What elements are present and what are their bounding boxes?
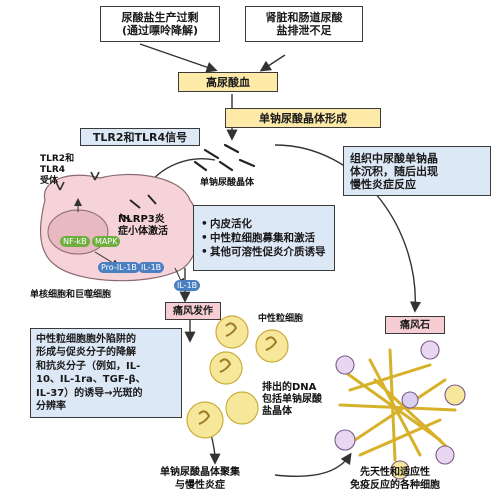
inflammation-item: 内皮活化 [201, 217, 326, 231]
neutrophil-nuclei [198, 322, 278, 425]
arrow-aggregation-to-tophus [274, 452, 352, 477]
pill-il1b-outer: IL-1B [174, 280, 201, 291]
box-tophus: 痛风石 [385, 316, 445, 334]
label-neutrophil: 中性粒细胞 [258, 314, 304, 324]
neutrophils [186, 315, 289, 439]
label-aggregation: 单钠尿酸晶体聚集 与慢性炎症 [160, 467, 240, 491]
inflammation-list: 内皮活化 中性粒细胞募集和激活 其他可溶性促炎介质诱导 [200, 217, 326, 259]
label-nlrp3: NLRP3炎 症小体激活 [118, 214, 168, 237]
pill-mapk: MAPK [92, 236, 121, 247]
box-neutrophil-traps: 中性粒细胞胞外陷阱的 形成与促炎分子的降解 和抗炎分子（例如，IL- 10、IL… [30, 328, 182, 418]
box-msu-formation: 单钠尿酸晶体形成 [225, 108, 381, 128]
box-inflammation-list: 内皮活化 中性粒细胞募集和激活 其他可溶性促炎介质诱导 [193, 205, 335, 271]
inflammation-item: 其他可溶性促炎介质诱导 [201, 245, 325, 259]
inflammation-item: 中性粒细胞募集和激活 [201, 231, 326, 245]
box-gout-attack: 痛风发作 [165, 302, 221, 320]
pill-nfkb: NF-kB [60, 236, 90, 247]
box-chronic-reaction: 组织中尿酸单钠晶 体沉积，随后出现 慢性炎症反应 [343, 146, 491, 196]
label-dna-release: 排出的DNA 包括单钠尿酸 盐晶体 [262, 382, 322, 417]
box-tlr-signal: TLR2和TLR4信号 [80, 128, 200, 146]
tlr-receptors [55, 171, 100, 191]
msu-crystals-cluster [193, 143, 256, 172]
box-uric-overproduction: 尿酸盐生产过剩 (通过嘌呤降解) [100, 6, 220, 42]
pill-pro-il1b: Pro-IL-1B [98, 262, 140, 273]
label-monocyte: 单核细胞和巨噬细胞 [30, 290, 112, 300]
immune-cells [334, 340, 466, 480]
label-tlr-receptor: TLR2和 TLR4 受体 [40, 154, 75, 186]
box-renal-underexcretion: 肾脏和肠道尿酸 盐排泄不足 [245, 6, 363, 42]
box-hyperuricemia: 高尿酸血 [178, 72, 278, 92]
arrow-crystals-to-tophus [274, 144, 422, 313]
intracellular-crystals [119, 194, 157, 221]
arrow-underexcretion [259, 54, 286, 72]
pill-il1b-inner: IL-1B [138, 262, 165, 273]
tophus-crystal-mass [338, 348, 457, 462]
label-msu-crystal: 单钠尿酸晶体 [200, 178, 255, 188]
label-immune-cells: 先天性和适应性 免疫反应的各种细胞 [350, 467, 440, 491]
arrow-overproduction [139, 43, 218, 73]
